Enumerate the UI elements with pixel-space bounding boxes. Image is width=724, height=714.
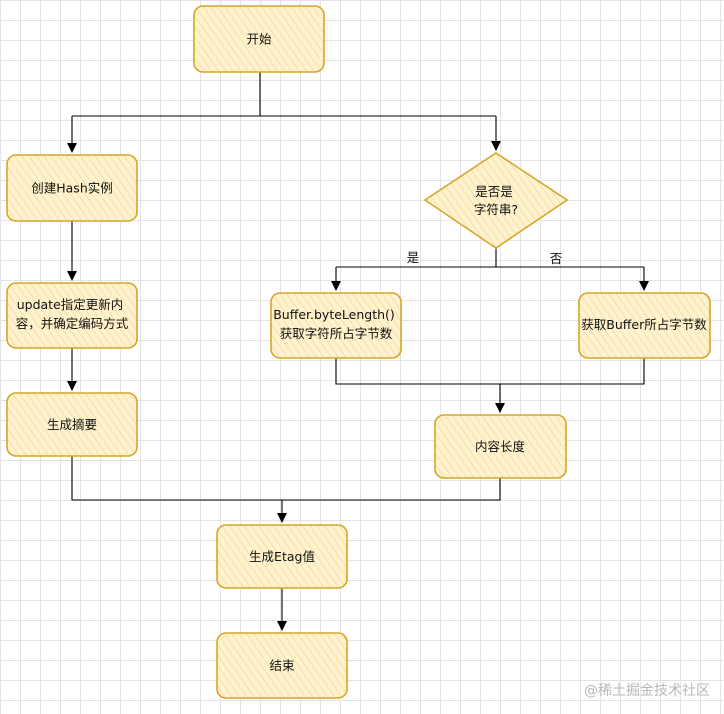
edge-content-length-etag (282, 478, 501, 501)
edge-label-yes: 是 (407, 250, 420, 265)
node-is-string-label: 是否是 字符串? (474, 184, 518, 217)
node-create-hash-label: 创建Hash实例 (31, 181, 113, 196)
node-digest: 生成摘要 (6, 392, 138, 457)
node-gen-etag: 生成Etag值 (216, 524, 348, 589)
node-create-hash: 创建Hash实例 (6, 154, 138, 222)
node-byte-length-label: Buffer.byteLength() 获取字符所占字节数 (273, 307, 399, 341)
node-content-length: 内容长度 (434, 414, 567, 479)
node-end-label: 结束 (269, 658, 295, 673)
node-gen-etag-label: 生成Etag值 (249, 549, 315, 564)
node-buffer-bytes: 获取Buffer所占字节数 (578, 292, 711, 359)
watermark: @稀土掘金技术社区 (584, 683, 710, 699)
edge-label-no: 否 (550, 251, 563, 266)
node-end: 结束 (216, 632, 348, 699)
node-is-string: 是否是 字符串? (423, 152, 569, 249)
node-start: 开始 (193, 5, 325, 73)
node-update: update指定更新内 容，并确定编码方式 (6, 282, 138, 349)
node-digest-label: 生成摘要 (47, 417, 97, 432)
node-update-label: update指定更新内 容，并确定编码方式 (16, 297, 129, 331)
node-content-length-label: 内容长度 (475, 439, 526, 454)
node-byte-length: Buffer.byteLength() 获取字符所占字节数 (270, 292, 402, 359)
edge-digest-etag (71, 456, 282, 501)
node-buffer-bytes-label: 获取Buffer所占字节数 (581, 317, 707, 332)
node-start-label: 开始 (246, 32, 272, 47)
edge-merge-content-length (335, 358, 645, 412)
